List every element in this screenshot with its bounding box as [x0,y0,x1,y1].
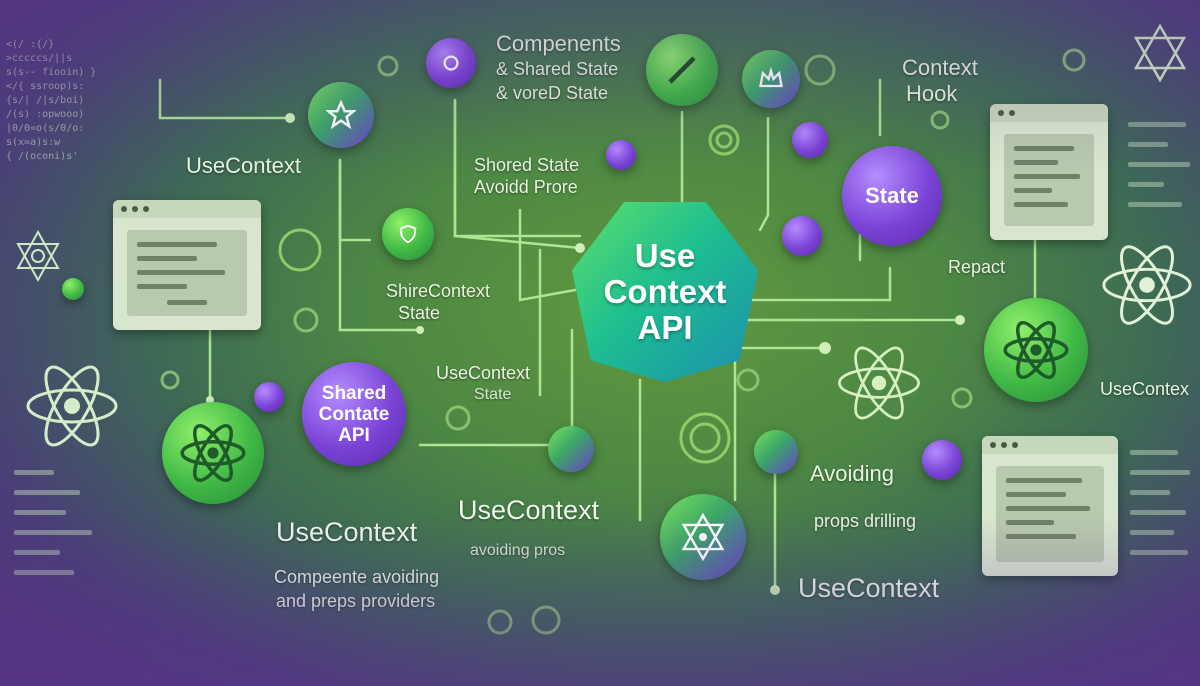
label: State [398,303,441,323]
code-line [1128,202,1182,207]
edit-node [646,34,718,106]
dot [548,426,594,472]
code-line [14,490,80,495]
code-window-top-right [990,104,1108,240]
star-icon [326,100,356,130]
label: Avoidd Prore [474,177,578,197]
react-node [162,402,264,504]
code-line [14,530,92,535]
code-line [1130,510,1186,515]
code-line [1128,162,1190,167]
code-snippet-left: <(/ :{/} >cccccs/||s s(s-- fiooin) } </{… [6,39,97,162]
code-line [1128,142,1168,147]
crown-node [742,50,800,108]
react-atom-icon [838,346,920,420]
label: ShireContext [386,281,491,301]
react-atom-icon [180,423,246,483]
label: UseContext [186,153,301,178]
code-line [1130,490,1170,495]
gear-icon [443,55,459,71]
dot [62,278,84,300]
code-line [1130,470,1190,475]
label: UseContex [1100,379,1190,399]
code-window-bottom-right [982,436,1118,576]
label: Hook [906,81,958,106]
center-title-line: Use [634,237,696,274]
shared-contate-bubble: Shared Contate API [302,362,406,466]
shield-node [382,208,434,260]
label: Compenents [496,31,621,56]
react-node [984,298,1088,402]
dot [254,382,284,412]
state-label: State [865,183,919,208]
state-bubble: State [842,146,942,246]
shield-icon [399,224,417,244]
dot [922,440,962,480]
bubble-text: Shared [321,382,387,404]
purple-node [426,38,476,88]
code-window-left [113,200,261,330]
code-line [14,570,74,575]
center-title-line: API [637,309,693,346]
label: & Shared State [496,59,619,79]
dot [606,140,636,170]
react-atom-icon [16,229,60,283]
star-of-david-icon [681,512,725,562]
dot [782,216,822,256]
bubble-text: Contate [318,403,390,425]
label: State [474,386,512,403]
center-title-line: Context [603,273,727,310]
react-atom-icon [1003,320,1069,380]
label: avoiding pros [470,542,566,559]
code-line [1128,182,1164,187]
label: Compeente avoiding [274,567,440,587]
star-node [308,82,374,148]
code-line [14,470,54,475]
label: and preps providers [276,591,436,611]
react-atom-icon [1102,245,1192,325]
bubble-text: API [338,424,370,446]
label: UseContext [276,517,418,547]
center-title: Use Context API [572,238,758,346]
code-line [14,510,66,515]
label: & voreD State [496,83,609,103]
code-line [1130,550,1188,555]
label: Shored State [474,155,580,175]
code-line [14,550,60,555]
label: UseContext [798,573,940,603]
dot [792,122,828,158]
code-line [1130,450,1178,455]
code-line [1130,530,1174,535]
star-of-david-icon [1133,23,1187,83]
label: UseContext [436,363,531,383]
label: props drilling [814,511,917,531]
label: Avoiding [810,461,894,486]
crown-icon [759,66,783,88]
react-atom-icon [26,365,118,447]
label: UseContext [458,495,600,525]
label: Context [902,55,978,80]
react-star-node [660,494,746,580]
label: Repact [948,257,1006,277]
dot [754,430,798,474]
code-line [1128,122,1186,127]
pencil-icon [668,56,696,84]
center-hexagon [572,202,758,382]
